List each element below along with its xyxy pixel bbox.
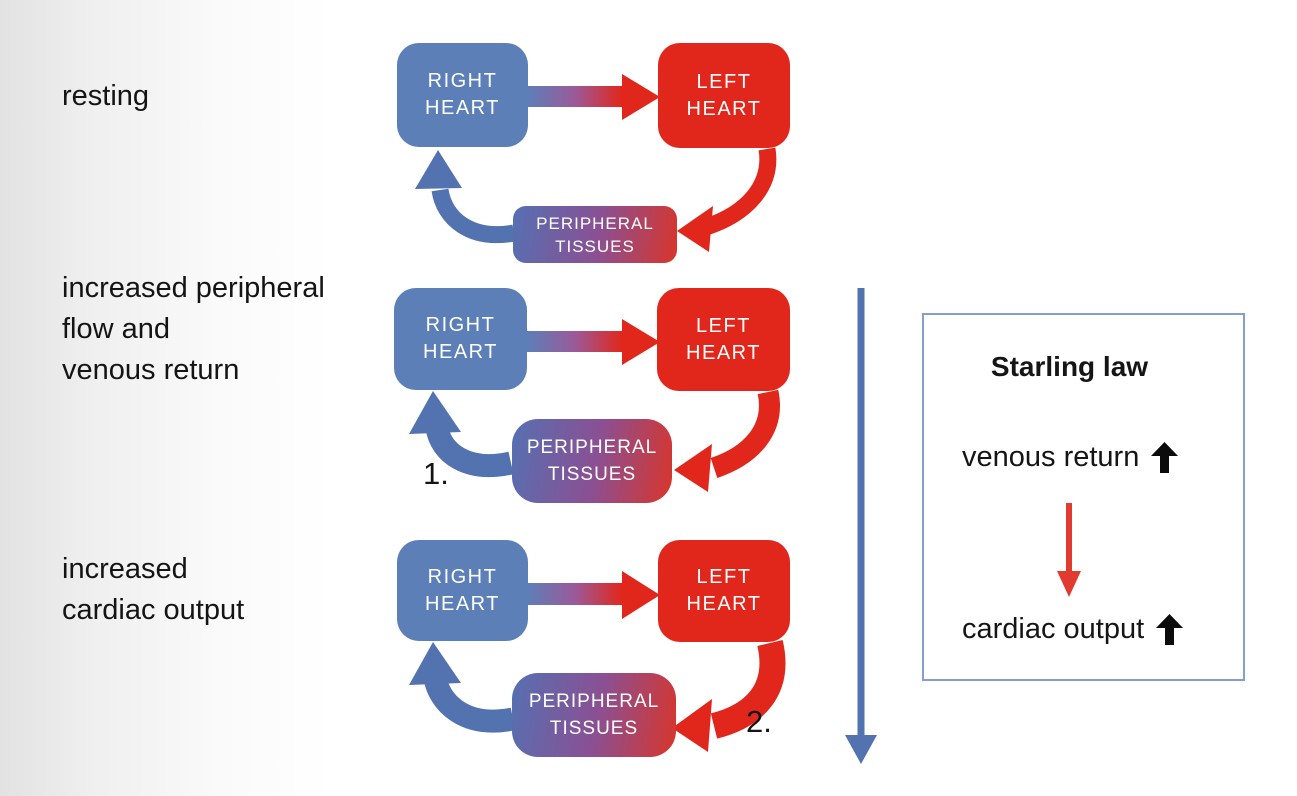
cardiac-output-label: cardiac output <box>962 613 1145 645</box>
bold-up-arrow-icon <box>1151 442 1179 473</box>
left-heart-box-venous: LEFT HEART <box>657 288 790 391</box>
blue-long-down-arrow-icon <box>845 288 877 764</box>
cardiac-output-line: cardiac output <box>962 613 1184 646</box>
cardiac-right-to-left-gradient-arrow <box>527 571 660 619</box>
row-label-increased-cardiac-output: increased cardiac output <box>62 553 245 626</box>
left-heart-box-cardiac: LEFT HEART <box>658 540 790 642</box>
right-heart-box-venous: RIGHT HEART <box>394 288 527 390</box>
venous-right-to-left-gradient-arrow <box>527 319 660 365</box>
bold-up-arrow-icon <box>1156 614 1184 645</box>
venous-left-heart-to-tissues-red-arrow <box>674 389 780 492</box>
left-heart-box-resting: LEFT HEART <box>658 43 790 148</box>
venous-tissues-to-right-heart-blue-arrow <box>409 391 514 478</box>
cardiac-tissues-to-right-heart-blue-arrow <box>409 642 516 733</box>
venous-return-line: venous return <box>962 441 1179 474</box>
right-heart-box-resting: RIGHT HEART <box>397 43 528 147</box>
step-number-1: 1. <box>423 456 449 491</box>
cardiac-left-heart-to-tissues-red-arrow <box>672 640 786 752</box>
starling-law-title: Starling law <box>990 351 1149 382</box>
peripheral-tissues-box-resting: PERIPHERAL TISSUES <box>513 206 677 263</box>
row-label-increased-peripheral-flow: increased peripheral flow and venous ret… <box>62 272 325 386</box>
peripheral-tissues-box-cardiac: PERIPHERAL TISSUES <box>512 673 676 757</box>
peripheral-tissues-box-venous: PERIPHERAL TISSUES <box>512 419 672 503</box>
resting-right-to-left-gradient-arrow <box>527 74 660 120</box>
starling-law-panel: Starling law venous return cardiac outpu… <box>922 313 1245 681</box>
red-down-arrow-icon <box>1057 503 1081 597</box>
venous-return-label: venous return <box>962 441 1140 473</box>
resting-tissues-to-right-heart-blue-arrow <box>415 150 516 243</box>
row-label-resting: resting <box>62 80 150 112</box>
step-number-2: 2. <box>746 704 772 739</box>
resting-left-heart-to-tissues-red-arrow <box>677 147 777 252</box>
right-heart-box-cardiac: RIGHT HEART <box>397 540 528 641</box>
